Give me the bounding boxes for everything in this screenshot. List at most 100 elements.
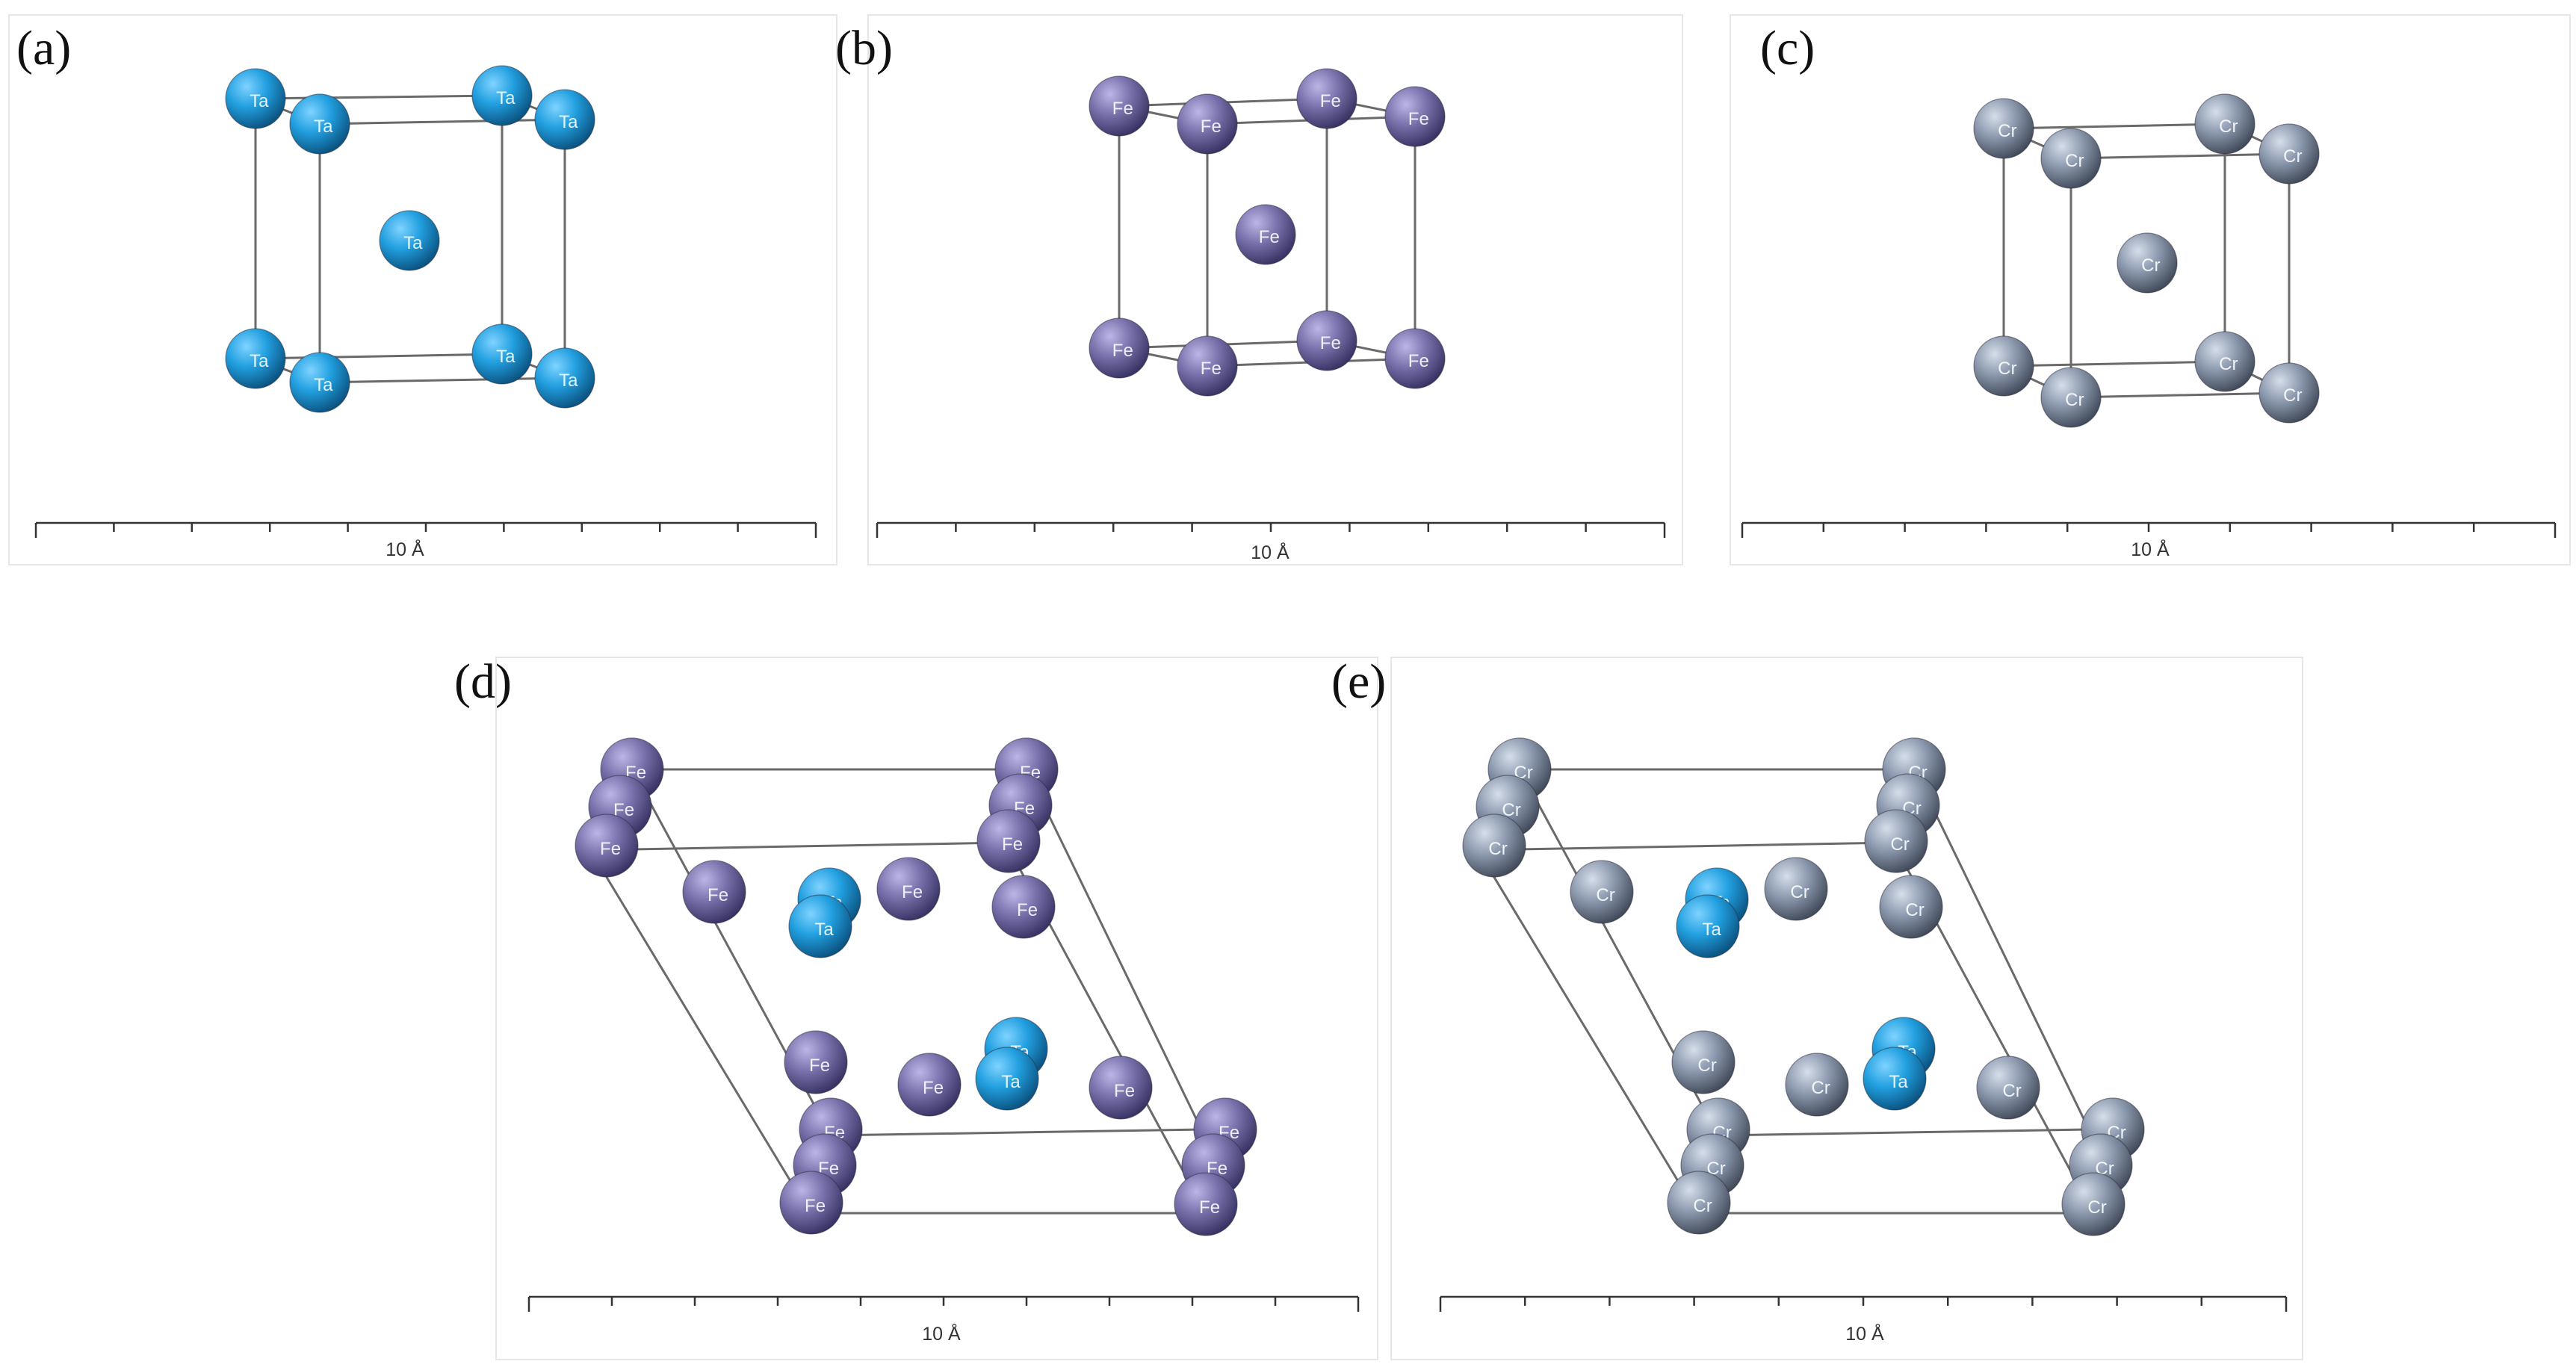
panel-a-label: (a) <box>16 21 71 75</box>
panel-b-label: (b) <box>835 21 893 75</box>
panel-e-atom-Cr-label: Cr <box>1596 885 1614 905</box>
panel-e-atom-Cr: Cr <box>1671 1030 1736 1094</box>
panel-a-atom-Ta-label: Ta <box>496 88 515 108</box>
panel-a-atom-Ta: Ta <box>289 352 350 413</box>
panel-a-atom-Ta: Ta <box>471 65 533 126</box>
panel-d-atom-Fe: Fe <box>897 1053 962 1117</box>
panel-b-atom-Fe-label: Fe <box>1408 351 1429 371</box>
panel-c-atom-Cr-label: Cr <box>2141 255 2160 276</box>
panel-c-atom-Cr-label: Cr <box>2283 146 2302 167</box>
panel-a-cell-edge <box>319 376 566 384</box>
panel-d-atom-Fe-label: Fe <box>708 885 728 905</box>
panel-d-atom-Fe: Fe <box>976 809 1041 873</box>
panel-c-cell-edge <box>2070 391 2290 399</box>
panel-e-label: (e) <box>1331 654 1386 709</box>
panel-d-atom-Fe: Fe <box>1089 1056 1153 1120</box>
panel-d-cell-edge <box>589 841 1006 852</box>
panel-c-atom-Cr: Cr <box>2194 93 2255 155</box>
panel-d-atom-Fe: Fe <box>991 875 1056 939</box>
panel-a-atom-Ta: Ta <box>534 347 595 409</box>
panel-c-atom-Cr-label: Cr <box>1998 121 2016 141</box>
panel-e-atom-Cr: Cr <box>1864 809 1928 873</box>
panel-e-atom-Cr-label: Cr <box>1890 834 1909 855</box>
panel-e-atom-Cr-label: Cr <box>1693 1196 1712 1216</box>
panel-c-atom-Cr: Cr <box>2117 232 2178 294</box>
panel-d-atom-Fe-label: Fe <box>1017 900 1038 920</box>
panel-c-atom-Cr-label: Cr <box>2065 390 2084 410</box>
panel-c-atom-Cr: Cr <box>1973 98 2034 159</box>
panel-b-atom-Fe: Fe <box>1089 317 1150 379</box>
panel-a-atom-Ta: Ta <box>379 210 440 271</box>
panel-d-atom-Fe-label: Fe <box>805 1196 826 1216</box>
panel-e-atom-Cr-label: Cr <box>1697 1056 1716 1076</box>
panel-e-atom-Cr: Cr <box>1879 875 1943 939</box>
panel-d-atom-Fe-label: Fe <box>809 1056 830 1076</box>
panel-b-atom-Fe-label: Fe <box>1408 109 1429 129</box>
panel-a-frame <box>8 14 837 565</box>
panel-e-atom-Cr: Cr <box>1785 1053 1849 1117</box>
panel-b-atom-Fe-label: Fe <box>1320 91 1341 111</box>
panel-b-atom-Fe: Fe <box>1384 86 1446 147</box>
panel-e-atom-Cr: Cr <box>1764 857 1828 921</box>
panel-c-cell-edge <box>2070 152 2290 160</box>
panel-e-atom-Ta-label: Ta <box>1889 1072 1908 1092</box>
panel-e-atom-Cr-label: Cr <box>1488 839 1507 859</box>
panel-c-label: (c) <box>1760 21 1815 75</box>
panel-a-atom-Ta: Ta <box>225 328 286 389</box>
panel-c-atom-Cr: Cr <box>2194 331 2255 392</box>
panel-a-atom-Ta-label: Ta <box>250 91 269 111</box>
panel-b-atom-Fe: Fe <box>1384 328 1446 389</box>
panel-a-atom-Ta-label: Ta <box>559 371 578 391</box>
panel-e-scale-label: 10 Å <box>1845 1322 1884 1345</box>
panel-c-atom-Cr: Cr <box>2040 128 2102 189</box>
panel-b-atom-Fe-label: Fe <box>1201 117 1222 137</box>
panel-b-atom-Fe: Fe <box>1089 75 1150 137</box>
panel-c-atom-Cr-label: Cr <box>1998 359 2016 379</box>
panel-e-cell-edge <box>1476 849 1699 1214</box>
panel-b-atom-Fe: Fe <box>1296 68 1357 129</box>
panel-b-atom-Fe: Fe <box>1296 310 1357 371</box>
panel-c-atom-Cr: Cr <box>2258 123 2320 185</box>
panel-e-cell-edge <box>1477 841 1894 852</box>
panel-a-atom-Ta: Ta <box>471 323 533 385</box>
panel-d-atom-Fe-label: Fe <box>1199 1197 1220 1218</box>
panel-c-cell-edge <box>2003 360 2226 368</box>
panel-d-atom-Ta: Ta <box>788 894 852 958</box>
panel-b-atom-Fe-label: Fe <box>1259 227 1280 247</box>
panel-c-cell-edge <box>2003 123 2226 130</box>
panel-d-atom-Fe-label: Fe <box>902 882 923 902</box>
panel-e-cell-edge <box>1913 769 2090 1130</box>
panel-e-cell-edge <box>1718 1128 2090 1137</box>
panel-e-atom-Cr-label: Cr <box>2002 1081 2021 1101</box>
panel-a-atom-Ta-label: Ta <box>496 347 515 367</box>
panel-d-atom-Fe: Fe <box>575 813 639 878</box>
panel-a-atom-Ta: Ta <box>534 89 595 150</box>
panel-d-scale-label: 10 Å <box>922 1322 961 1345</box>
panel-d-cell-edge <box>830 1128 1202 1137</box>
panel-d-atom-Fe: Fe <box>876 857 941 921</box>
panel-e-atom-Cr: Cr <box>1570 860 1634 924</box>
panel-b-frame <box>867 14 1683 565</box>
panel-d-atom-Ta-label: Ta <box>814 920 834 940</box>
panel-d-atom-Fe-label: Fe <box>600 839 621 859</box>
panel-c-atom-Cr: Cr <box>2040 367 2102 428</box>
panel-c-atom-Cr-label: Cr <box>2065 151 2084 171</box>
panel-c-atom-Cr-label: Cr <box>2219 354 2238 374</box>
panel-e-atom-Ta: Ta <box>1863 1047 1927 1111</box>
panel-e-atom-Cr: Cr <box>2061 1172 2125 1236</box>
panel-b-atom-Fe: Fe <box>1177 93 1238 155</box>
panel-a-cell-edge <box>255 353 503 360</box>
panel-b-atom-Fe: Fe <box>1235 204 1296 265</box>
panel-d-atom-Ta: Ta <box>975 1047 1039 1111</box>
panel-c-atom-Cr: Cr <box>1973 335 2034 397</box>
panel-a-scale-label: 10 Å <box>386 538 424 560</box>
panel-b-scale-label: 10 Å <box>1251 541 1289 563</box>
panel-c-atom-Cr-label: Cr <box>2283 385 2302 406</box>
panel-a-atom-Ta-label: Ta <box>403 233 423 253</box>
panel-c-atom-Cr: Cr <box>2258 362 2320 424</box>
panel-e-atom-Cr-label: Cr <box>1905 900 1924 920</box>
panel-a-cell-edge <box>255 94 503 100</box>
panel-d-cell-edge <box>589 849 811 1214</box>
panel-d-cell-edge <box>1025 769 1203 1130</box>
